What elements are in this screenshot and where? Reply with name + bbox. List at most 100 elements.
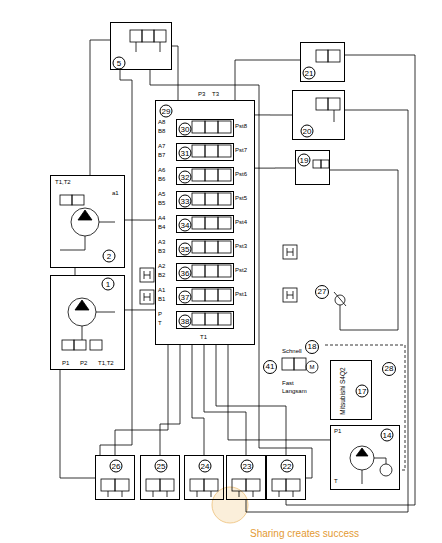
- port-label: M: [310, 364, 315, 371]
- port-line: [82, 312, 115, 340]
- spool-symbol: [218, 289, 231, 301]
- spool-symbol: [205, 169, 218, 181]
- watermark: Sharing creates success: [250, 528, 359, 540]
- callout-number: 20: [301, 125, 314, 138]
- component-box: 21: [300, 42, 345, 82]
- spool-symbol: [192, 217, 205, 229]
- port-label: B1: [158, 296, 165, 303]
- port-label: T1: [200, 334, 207, 341]
- pump-symbol: [71, 208, 99, 236]
- valve-symbol: [204, 479, 218, 491]
- spool-symbol: [218, 265, 231, 277]
- switch-mark: [334, 292, 346, 306]
- port-label: T: [334, 478, 338, 485]
- component-box: 23: [226, 455, 266, 500]
- component-box: 32: [176, 167, 234, 185]
- valve-symbol: [154, 30, 166, 42]
- spool-symbol: [192, 169, 205, 181]
- spool-symbol: [192, 289, 205, 301]
- component-box: 14: [330, 425, 400, 490]
- valve-symbol: [60, 195, 72, 205]
- callout-number: 37: [179, 291, 192, 304]
- port-label: Fast: [282, 380, 294, 387]
- component-box: 37: [176, 287, 234, 305]
- hydraulic-line: [172, 46, 178, 100]
- pump-arrow: [356, 448, 368, 456]
- filter-mark: [287, 248, 293, 256]
- callout-number: 35: [179, 243, 192, 256]
- port-label: Langsam: [282, 388, 307, 395]
- valve-symbol: [321, 160, 329, 168]
- valve-symbol: [115, 479, 129, 491]
- port-line: [136, 42, 160, 52]
- callout-number: 34: [179, 219, 192, 232]
- pump-symbol: [350, 446, 374, 470]
- hydraulic-line: [100, 70, 132, 455]
- hydraulic-line: [125, 309, 155, 310]
- spool-symbol: [192, 193, 205, 205]
- component-box: 5: [110, 22, 172, 70]
- port-line: [362, 458, 386, 484]
- spool-symbol: [218, 241, 231, 253]
- valve-symbol: [313, 160, 321, 168]
- component-box: 26: [95, 455, 135, 500]
- valve-symbol: [72, 195, 84, 205]
- filter-symbol: [140, 290, 154, 304]
- watermark-logo: [212, 487, 248, 523]
- spool-symbol: [205, 289, 218, 301]
- hydraulic-line: [150, 70, 312, 478]
- callout-circle: 27: [315, 285, 329, 299]
- port-label: Pst5: [235, 195, 247, 202]
- filter-symbol: [140, 268, 154, 282]
- port-label: A6: [158, 167, 165, 174]
- hydraulic-line: [75, 268, 76, 275]
- port-label: Pst8: [235, 123, 247, 130]
- hydraulic-line: [255, 114, 292, 115]
- callout-circle: 28: [382, 362, 396, 376]
- pump-arrow: [78, 210, 92, 220]
- spool-symbol: [205, 217, 218, 229]
- component-box: 20: [292, 90, 345, 140]
- port-label: B6: [158, 176, 165, 183]
- valve-symbol: [286, 479, 300, 491]
- hydraulic-line: [330, 170, 398, 330]
- callout-number: 30: [179, 123, 192, 136]
- spool-symbol: [205, 193, 218, 205]
- hydraulic-line: [255, 167, 295, 168]
- callout-number: 22: [281, 460, 294, 473]
- filter-mark: [144, 293, 150, 301]
- valve-symbol: [294, 358, 306, 370]
- valve-symbol: [232, 479, 246, 491]
- motor-symbol: [306, 361, 318, 373]
- port-label: T1,T2: [98, 360, 114, 367]
- valve-symbol: [316, 98, 328, 110]
- pump-arrow: [75, 300, 89, 310]
- spool-symbol: [218, 145, 231, 157]
- hydraulic-line: [90, 40, 110, 175]
- port-label: P1: [334, 428, 341, 435]
- wires: [60, 40, 415, 512]
- callout-number: 27: [318, 287, 327, 297]
- component-box: 30: [176, 119, 234, 137]
- valve-symbol: [62, 340, 74, 350]
- port-label: Pst2: [235, 267, 247, 274]
- valve-symbol: [272, 479, 286, 491]
- spool-symbol: [192, 241, 205, 253]
- hydraulic-line: [246, 110, 408, 512]
- filter-symbol: [283, 245, 297, 259]
- port-label: A1: [158, 287, 165, 294]
- spool-symbol: [205, 145, 218, 157]
- callout-number: 28: [385, 364, 394, 374]
- component-box: 34: [176, 215, 234, 233]
- hydraulic-line: [192, 345, 204, 455]
- callout-number: 36: [179, 267, 192, 280]
- port-label: T3: [212, 91, 219, 98]
- callout-number: 31: [179, 147, 192, 160]
- valve-symbol: [328, 98, 340, 110]
- hydraulic-line: [216, 345, 286, 455]
- port-label: a1: [112, 190, 119, 197]
- spool-symbol: [218, 193, 231, 205]
- valve-symbol: [130, 30, 142, 42]
- spool-symbol: [192, 265, 205, 277]
